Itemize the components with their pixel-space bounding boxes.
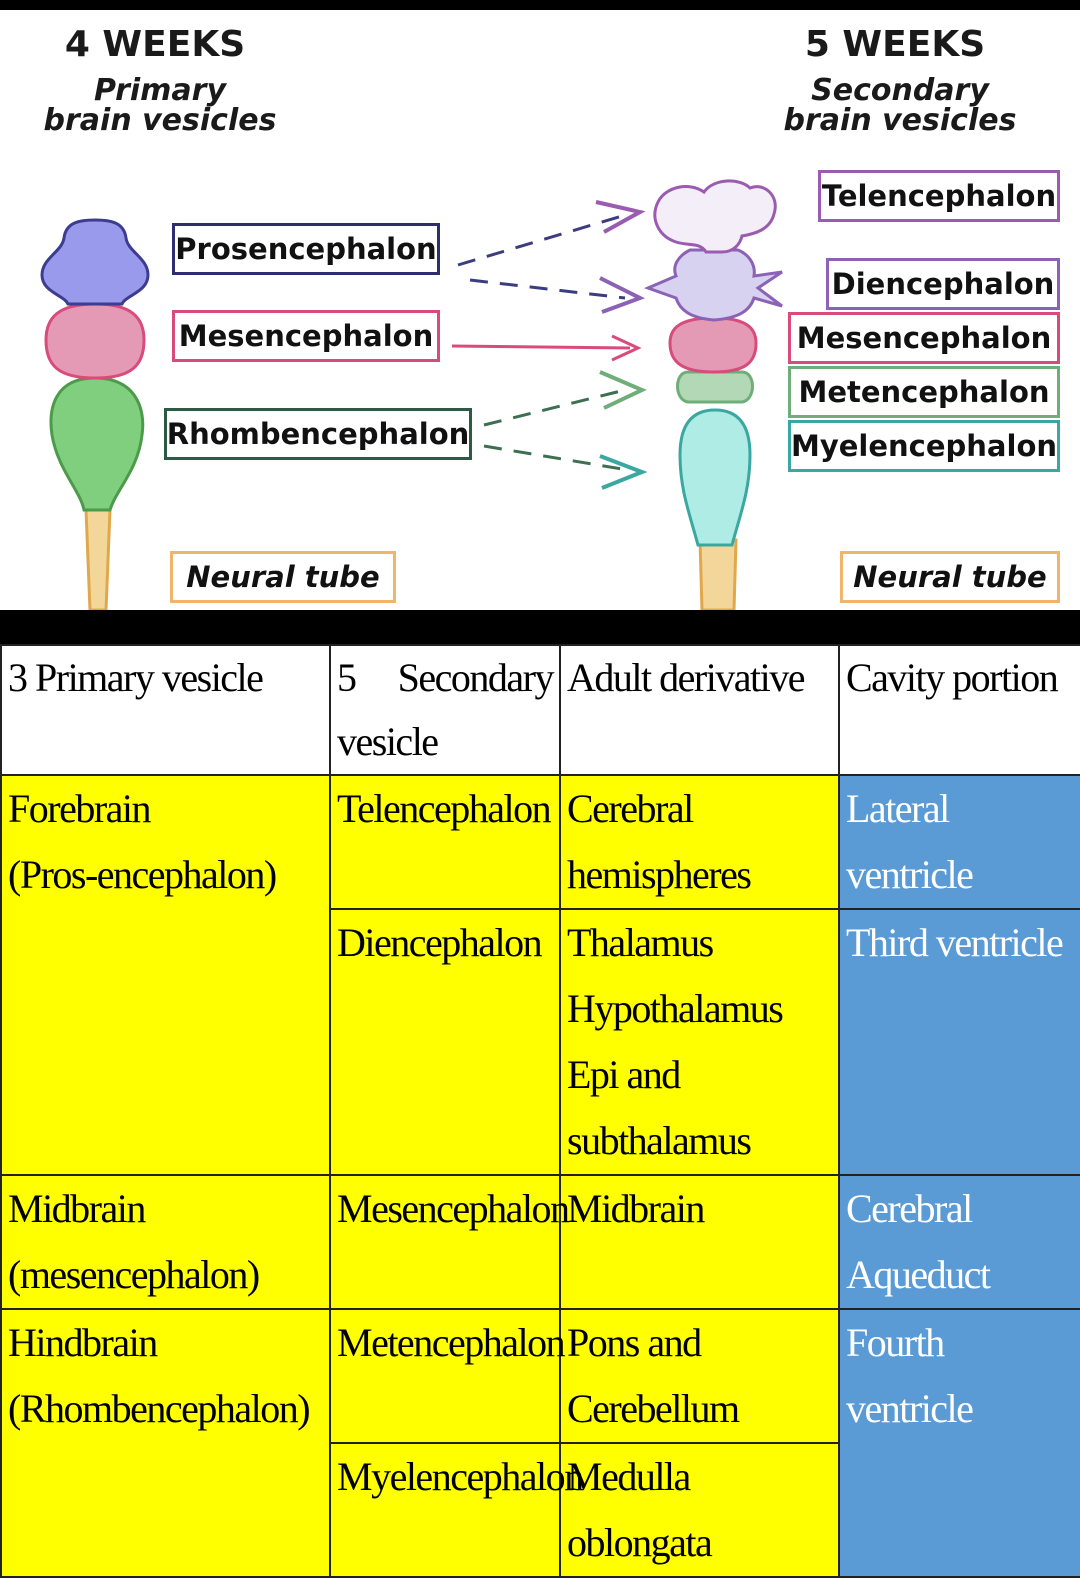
telencephalon-shape — [653, 179, 777, 254]
cell-cerebral-aqueduct: Cerebral Aqueduct — [838, 1174, 1080, 1310]
cell-pons-cerebellum: Pons and Cerebellum — [559, 1308, 840, 1444]
header-secondary-line-2: vesicle — [337, 719, 439, 764]
cell-diencephalon-derivatives: Thalamus Hypothalamus Epi and subthalamu… — [559, 908, 840, 1176]
myelencephalon-shape — [678, 408, 752, 547]
label-secondary-neural-tube: Neural tube — [840, 551, 1060, 603]
forebrain-line-1: Forebrain — [8, 786, 152, 831]
hindbrain-line-2: (Rhombencephalon) — [8, 1386, 311, 1431]
rhombencephalon-shape — [49, 376, 145, 512]
left-subheading-line-2: brain vesicles — [43, 103, 277, 138]
label-telencephalon: Telencephalon — [818, 170, 1060, 222]
left-heading: 4 WEEKS — [64, 24, 246, 65]
label-rhombencephalon: Rhombencephalon — [164, 408, 472, 460]
left-subheading: Primary brain vesicles — [20, 76, 300, 136]
header-derivative: Adult derivative — [559, 644, 840, 776]
cell-midbrain: Midbrain (mesencephalon) — [0, 1174, 331, 1310]
table-row: Forebrain (Pros-encephalon) Telencephalo… — [0, 774, 1080, 1176]
arrow-to-mesencephalon — [451, 334, 642, 362]
vesicle-derivatives-table-wrap: 3 Primary vesicle 5 Secondary vesicle Ad… — [0, 644, 1080, 1578]
vesicle-derivatives-table: 3 Primary vesicle 5 Secondary vesicle Ad… — [0, 644, 1080, 1578]
right-subheading: Secondary brain vesicles — [760, 76, 1040, 136]
label-myelencephalon: Myelencephalon — [788, 420, 1060, 472]
label-metencephalon: Metencephalon — [788, 366, 1060, 418]
cell-medulla-oblongata: Medulla oblongata — [559, 1442, 840, 1578]
primary-neural-tube-shape — [84, 508, 112, 610]
cell-hindbrain: Hindbrain (Rhombencephalon) — [0, 1308, 331, 1578]
right-subheading-line-1: Secondary — [811, 73, 989, 108]
derivative-hypothalamus: Hypothalamus — [567, 986, 784, 1031]
prosencephalon-shape — [40, 218, 150, 306]
arrow-to-myelencephalon — [483, 444, 648, 490]
header-cavity: Cavity portion — [838, 644, 1080, 776]
sec-mesencephalon-shape — [668, 316, 758, 374]
header-secondary-number: 5 — [337, 655, 357, 700]
label-secondary-mesencephalon: Mesencephalon — [788, 312, 1060, 364]
arrow-to-diencephalon — [469, 276, 646, 314]
arrow-to-telencephalon — [457, 200, 646, 267]
cell-mesencephalon: Mesencephalon — [329, 1174, 570, 1310]
label-primary-neural-tube: Neural tube — [170, 551, 396, 603]
vesicle-drawing — [40, 179, 783, 610]
header-row: 3 Primary vesicle 5 Secondary vesicle Ad… — [0, 644, 1080, 776]
left-subheading-line-1: Primary — [94, 73, 226, 108]
metencephalon-shape — [676, 370, 754, 404]
derivative-epi-subthalamus: Epi and subthalamus — [567, 1052, 752, 1163]
prim-mesencephalon-shape — [44, 302, 146, 380]
diencephalon-shape — [643, 248, 783, 322]
label-prosencephalon: Prosencephalon — [172, 223, 440, 275]
cell-cerebral-hemispheres: Cerebral hemispheres — [559, 774, 840, 910]
table-row: Hindbrain (Rhombencephalon) Metencephalo… — [0, 1308, 1080, 1578]
header-secondary-word: Secondary — [397, 655, 555, 700]
right-heading: 5 WEEKS — [804, 24, 986, 65]
cell-third-ventricle: Third ventricle — [838, 908, 1080, 1176]
label-primary-mesencephalon: Mesencephalon — [172, 310, 440, 362]
table-row: Diencephalon Thalamus Hypothalamus Epi a… — [1, 908, 1080, 1176]
header-secondary-line-1: 5 Secondary — [337, 646, 555, 710]
cell-myelencephalon: Myelencephalon — [329, 1442, 584, 1578]
forebrain-line-2: (Pros-encephalon) — [8, 852, 277, 897]
secondary-neural-tube-shape — [698, 538, 738, 610]
cell-midbrain-derivative: Midbrain — [559, 1174, 840, 1310]
brain-vesicles-diagram: 4 WEEKS Primary brain vesicles 5 WEEKS S… — [0, 10, 1080, 610]
cell-diencephalon: Diencephalon — [329, 908, 561, 1176]
cell-forebrain: Forebrain (Pros-encephalon) — [0, 774, 331, 1176]
cell-lateral-ventricle: Lateral ventricle — [838, 774, 1080, 910]
right-subheading-line-2: brain vesicles — [783, 103, 1017, 138]
cell-telencephalon: Telencephalon — [329, 774, 561, 910]
arrow-to-metencephalon — [483, 370, 647, 427]
header-primary: 3 Primary vesicle — [0, 644, 331, 776]
hindbrain-line-1: Hindbrain — [8, 1320, 158, 1365]
label-diencephalon: Diencephalon — [826, 258, 1060, 310]
cell-fourth-ventricle: Fourth ventricle — [838, 1308, 1080, 1578]
header-secondary: 5 Secondary vesicle — [329, 644, 561, 776]
table-row: Midbrain (mesencephalon) Mesencephalon M… — [0, 1174, 1080, 1310]
cell-metencephalon: Metencephalon — [329, 1308, 566, 1444]
derivative-thalamus: Thalamus — [567, 920, 714, 965]
